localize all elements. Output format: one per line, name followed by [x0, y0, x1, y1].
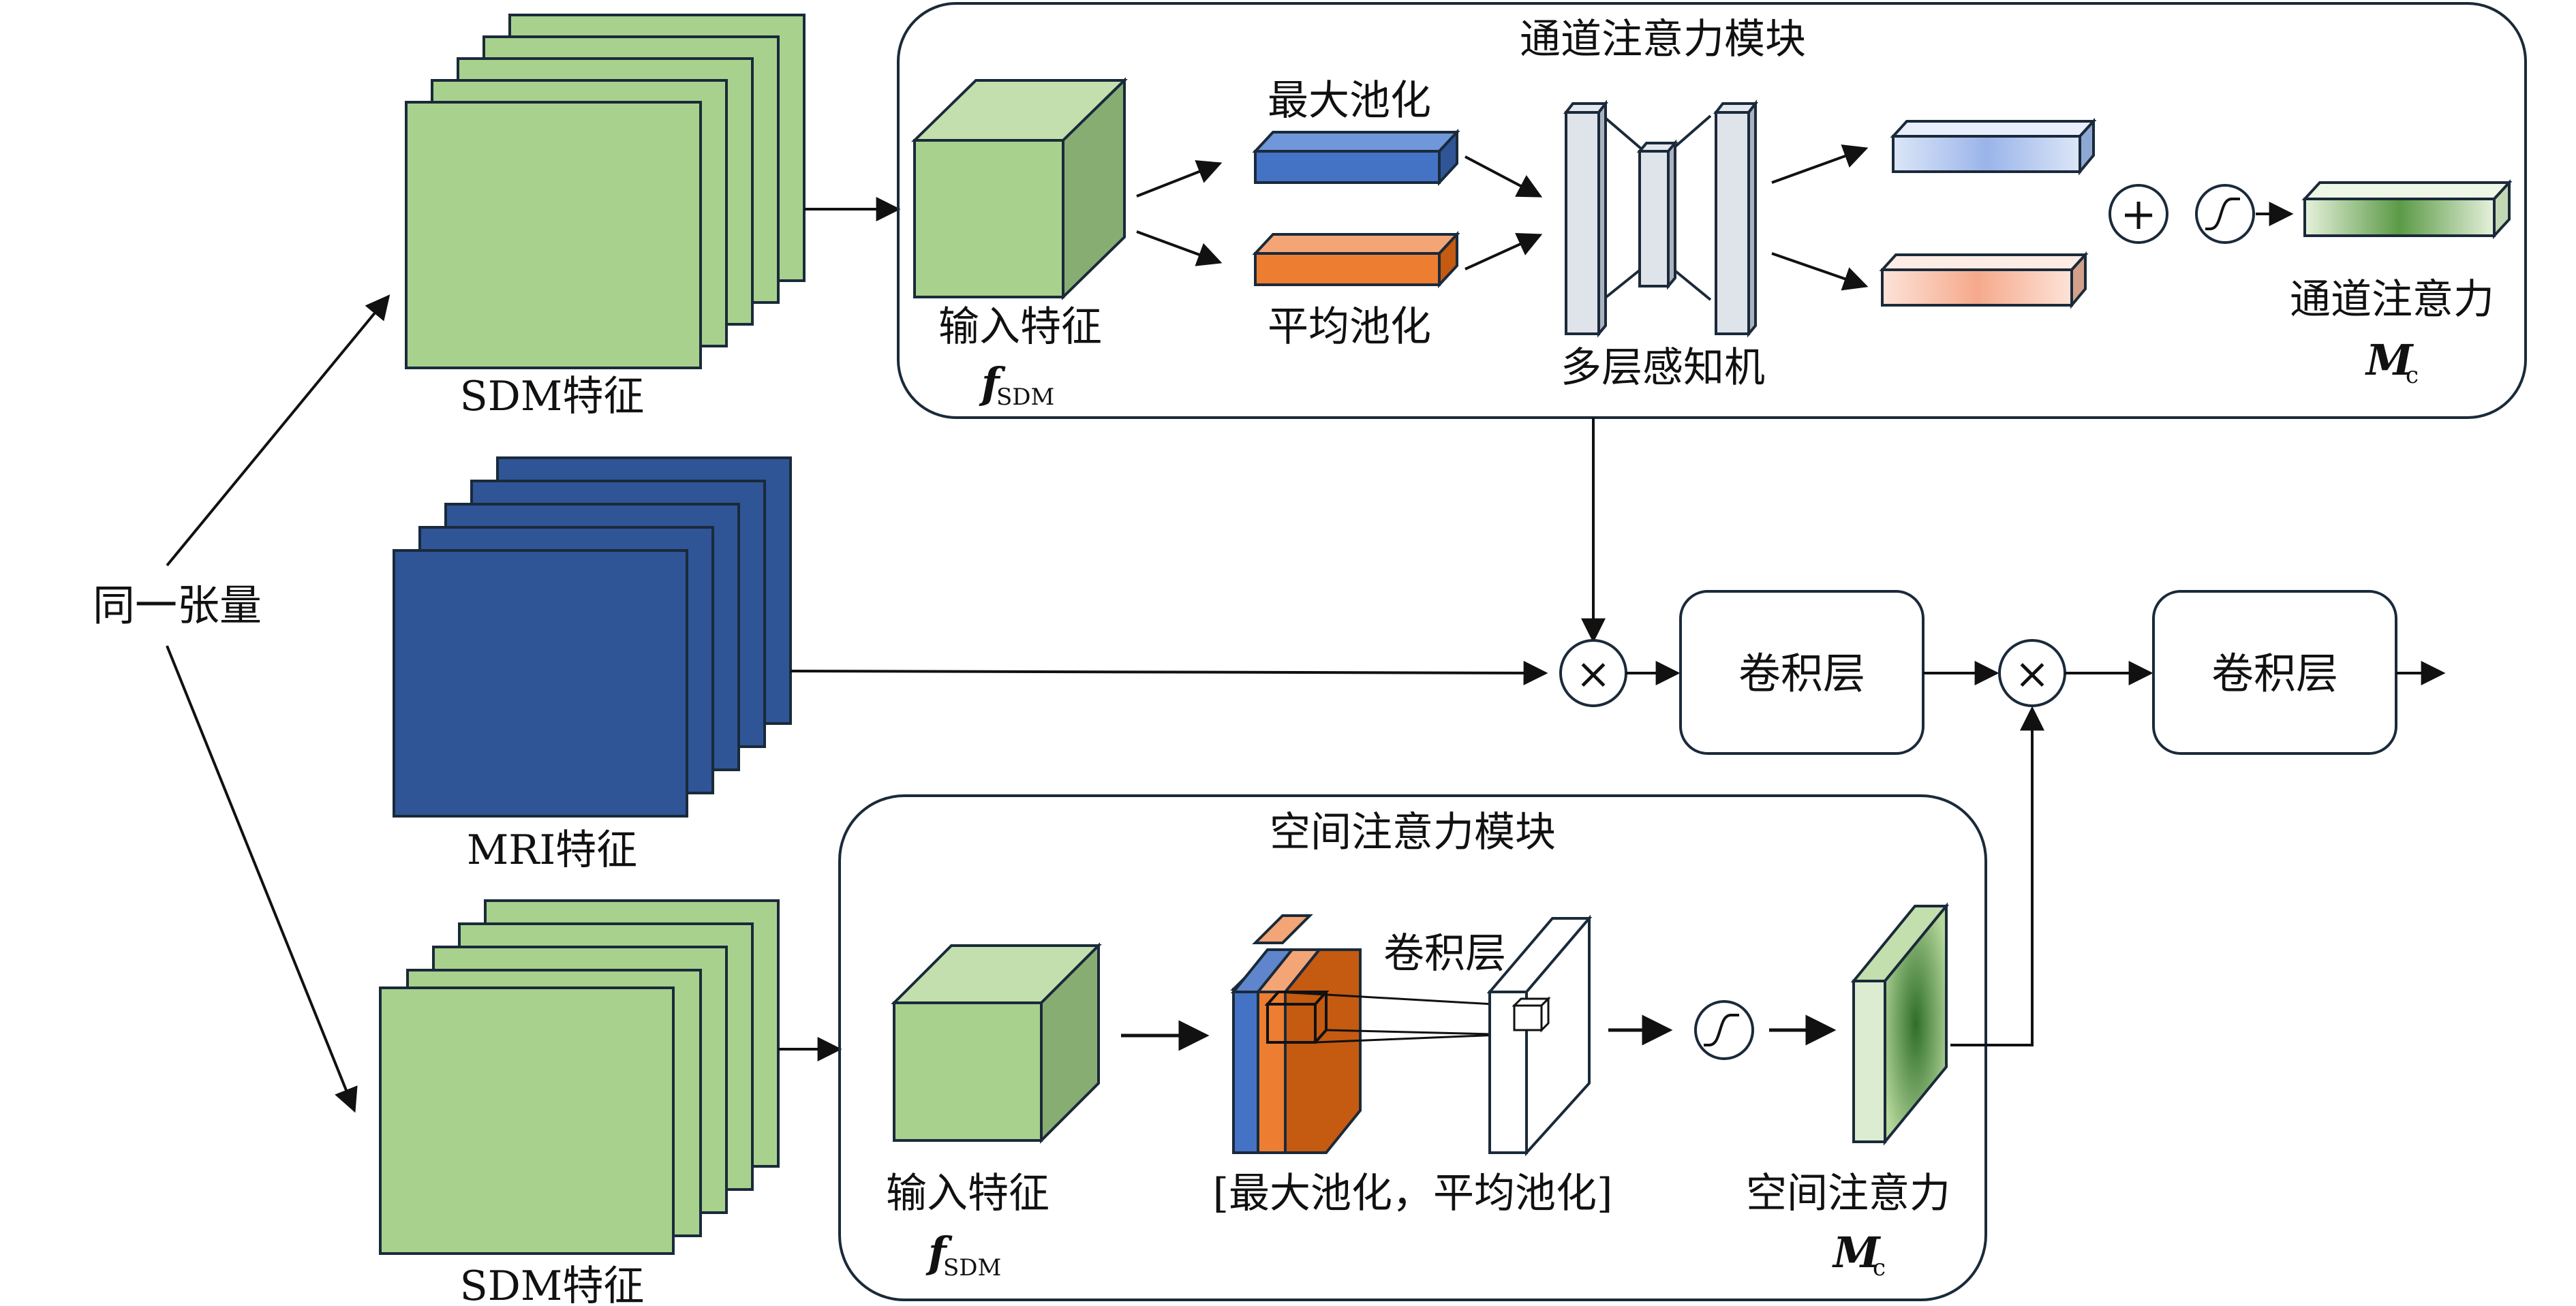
add-symbol: +	[2120, 189, 2157, 240]
channel-attention-subscript: c	[2406, 362, 2419, 389]
sdm-bottom-stack	[379, 899, 780, 1255]
channel-avg-output-bar	[1879, 251, 2089, 309]
arrow-to-sdm-top	[166, 294, 390, 567]
channel-module-box	[897, 2, 2527, 419]
arrow-maxpool-to-mlp	[1465, 155, 1543, 198]
spatial-attention-map	[1850, 902, 1950, 1146]
spatial-input-subscript: SDM	[943, 1254, 1001, 1281]
arrow-mlp-to-blue	[1771, 144, 1869, 184]
pooling-stack	[1230, 948, 1362, 1154]
channel-max-output-bar	[1890, 117, 2097, 176]
conv-layer-1-label: 卷积层	[1738, 649, 1865, 698]
conv-output-map	[1486, 914, 1593, 1157]
spatial-module-box	[838, 794, 1987, 1301]
mri-label: MRI特征	[467, 826, 637, 874]
arrow-mlp-to-orange	[1771, 252, 1869, 291]
arrow-avgpool-to-mlp	[1465, 233, 1543, 270]
spatial-attention-label: 空间注意力	[1746, 1170, 1950, 1217]
source-label: 同一张量	[93, 580, 262, 630]
add-icon	[2109, 184, 2168, 244]
channel-attention-symbol: M	[2365, 335, 2414, 385]
conv-layer-2-label: 卷积层	[2211, 649, 2338, 698]
arrow-to-sdm-bottom	[166, 645, 358, 1113]
spatial-sigmoid-icon	[1694, 1000, 1754, 1060]
mlp-label: 多层感知机	[1561, 344, 1765, 392]
channel-input-cube	[911, 77, 1128, 300]
avgpool-label: 平均池化	[1268, 303, 1431, 351]
arrow-mri-to-multiply	[790, 660, 1548, 685]
channel-input-subscript: SDM	[996, 384, 1054, 411]
sdm-top-stack	[405, 14, 806, 369]
channel-attention-bar	[2301, 178, 2513, 240]
mlp-block	[1563, 99, 1759, 338]
arrow-spatial-to-multiply	[1950, 706, 2044, 1046]
channel-module-title: 通道注意力模块	[1520, 16, 1806, 63]
spatial-attention-symbol: M	[1832, 1228, 1882, 1277]
maxpool-bar	[1252, 128, 1460, 187]
spatial-input-label: 输入特征	[886, 1170, 1049, 1217]
channel-input-label: 输入特征	[938, 303, 1102, 351]
mri-stack	[393, 456, 792, 818]
maxpool-label: 最大池化	[1268, 77, 1431, 125]
spatial-attention-subscript: c	[1873, 1254, 1886, 1281]
spatial-conv-label: 卷积层	[1383, 930, 1506, 978]
arrow-to-avgpool	[1136, 230, 1223, 266]
channel-attention-label: 通道注意力	[2290, 276, 2494, 324]
spatial-input-cube	[891, 942, 1102, 1144]
spatial-module-title: 空间注意力模块	[1270, 809, 1556, 856]
avgpool-bar	[1252, 230, 1460, 289]
sdm-bottom-label: SDM特征	[460, 1262, 645, 1306]
arrow-to-maxpool	[1136, 160, 1223, 198]
sdm-top-label: SDM特征	[460, 373, 645, 420]
concat-label: [最大池化，平均池化]	[1213, 1170, 1613, 1217]
multiply-symbol-2: ×	[2014, 649, 2050, 698]
concat-orange	[1252, 914, 1313, 944]
multiply-symbol-1: ×	[1576, 649, 1611, 698]
sigmoid-icon	[2195, 184, 2255, 244]
